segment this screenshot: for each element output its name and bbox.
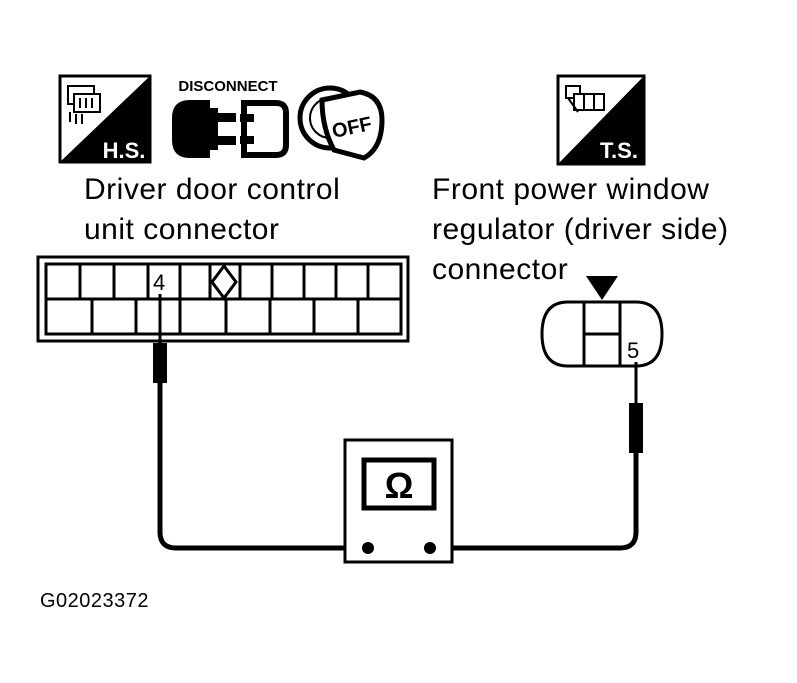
- harness-side-icon: H.S.: [58, 74, 152, 164]
- left-connector-caption-line1: Driver door control: [84, 173, 341, 206]
- ignition-off-icon: OFF: [297, 85, 385, 161]
- right-connector-caption-line3: connector: [432, 253, 569, 286]
- figure-code: G02023372: [40, 590, 150, 612]
- terminal-side-icon: T.S.: [556, 74, 646, 166]
- left-connector-caption-line2: unit connector: [84, 213, 280, 246]
- right-connector-caption-line2: regulator (driver side): [432, 213, 729, 246]
- ohmmeter: Ω: [343, 438, 454, 564]
- terminal-side-label: T.S.: [600, 138, 638, 163]
- probe-wire-right: [424, 352, 643, 554]
- connector-key-marker: [586, 276, 618, 300]
- disconnect-icon: DISCONNECT: [172, 78, 289, 158]
- ohm-symbol: Ω: [385, 465, 414, 506]
- disconnect-label: DISCONNECT: [178, 78, 277, 95]
- right-pin-number: 5: [626, 338, 641, 363]
- driver-door-control-unit-connector: [36, 255, 410, 343]
- left-pin-number: 4: [152, 270, 167, 295]
- right-connector-caption-line1: Front power window: [432, 173, 710, 206]
- harness-side-label: H.S.: [103, 138, 146, 163]
